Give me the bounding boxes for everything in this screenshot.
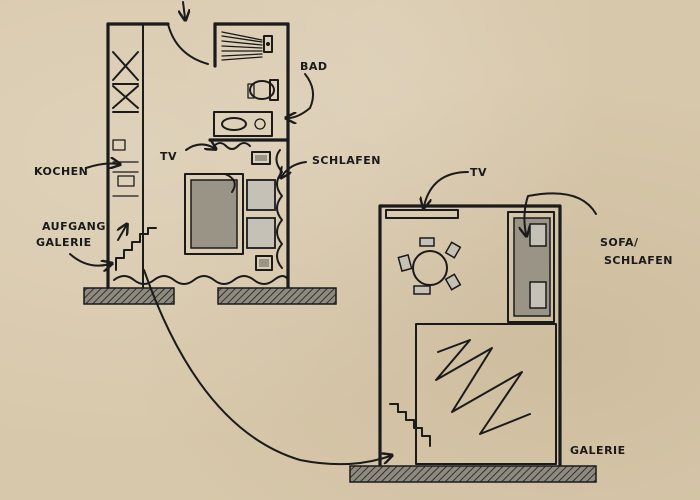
- label-schlafen: SCHLAFEN: [312, 154, 381, 167]
- label-tv-upper: TV: [160, 150, 177, 163]
- kochen-arrow: [85, 164, 118, 169]
- shower: [221, 31, 273, 61]
- label-aufgang: AUFGANG: [42, 220, 106, 233]
- sofa-arrow: [524, 192, 597, 234]
- aufgang-arrow: [69, 253, 110, 266]
- toilet: [249, 79, 279, 101]
- tv-gallery-arrow: [424, 171, 469, 206]
- ground-hatch-gallery: [349, 465, 597, 483]
- dining-table: [397, 237, 462, 295]
- label-sofa: SOFA/: [600, 236, 639, 249]
- ground-hatch-left: [83, 287, 175, 305]
- bed: [184, 173, 276, 255]
- kitchen-unit: [112, 51, 139, 197]
- stairs-lower: [115, 226, 157, 271]
- label-aufgang-galerie: GALERIE: [36, 236, 92, 249]
- label-sofa-schlafen: SCHLAFEN: [604, 254, 673, 267]
- sofa: [507, 211, 555, 323]
- label-tv-gallery: TV: [470, 166, 487, 179]
- tv-wall: [213, 142, 251, 150]
- stairs-gallery: [389, 403, 431, 447]
- label-kochen: KOCHEN: [34, 165, 88, 178]
- gallery-floor-plan: [349, 204, 597, 483]
- schlafen-arrow: [282, 161, 307, 176]
- label-bad: BAD: [300, 60, 328, 73]
- tv-upper: [251, 151, 271, 165]
- bad-arrow: [288, 73, 315, 118]
- tv-gallery-unit: [385, 209, 459, 219]
- nightstand: [255, 255, 273, 271]
- upper-cabinets: [112, 51, 139, 109]
- bottom-curtain: [113, 275, 289, 285]
- washbasins: [213, 83, 273, 137]
- gallery-void: [415, 323, 557, 465]
- stairs-connection-arrow: [143, 269, 390, 466]
- entry-door-swing: [167, 23, 209, 65]
- lower-floor-plan: [83, 1, 337, 305]
- void-zigzag: [435, 339, 531, 435]
- entry-arrow: [183, 1, 185, 18]
- gallery-walls: [378, 204, 562, 468]
- ground-hatch-right: [217, 287, 337, 305]
- label-galerie: GALERIE: [570, 444, 626, 457]
- tv-upper-arrow: [185, 144, 214, 150]
- curtain-wall: [275, 149, 283, 269]
